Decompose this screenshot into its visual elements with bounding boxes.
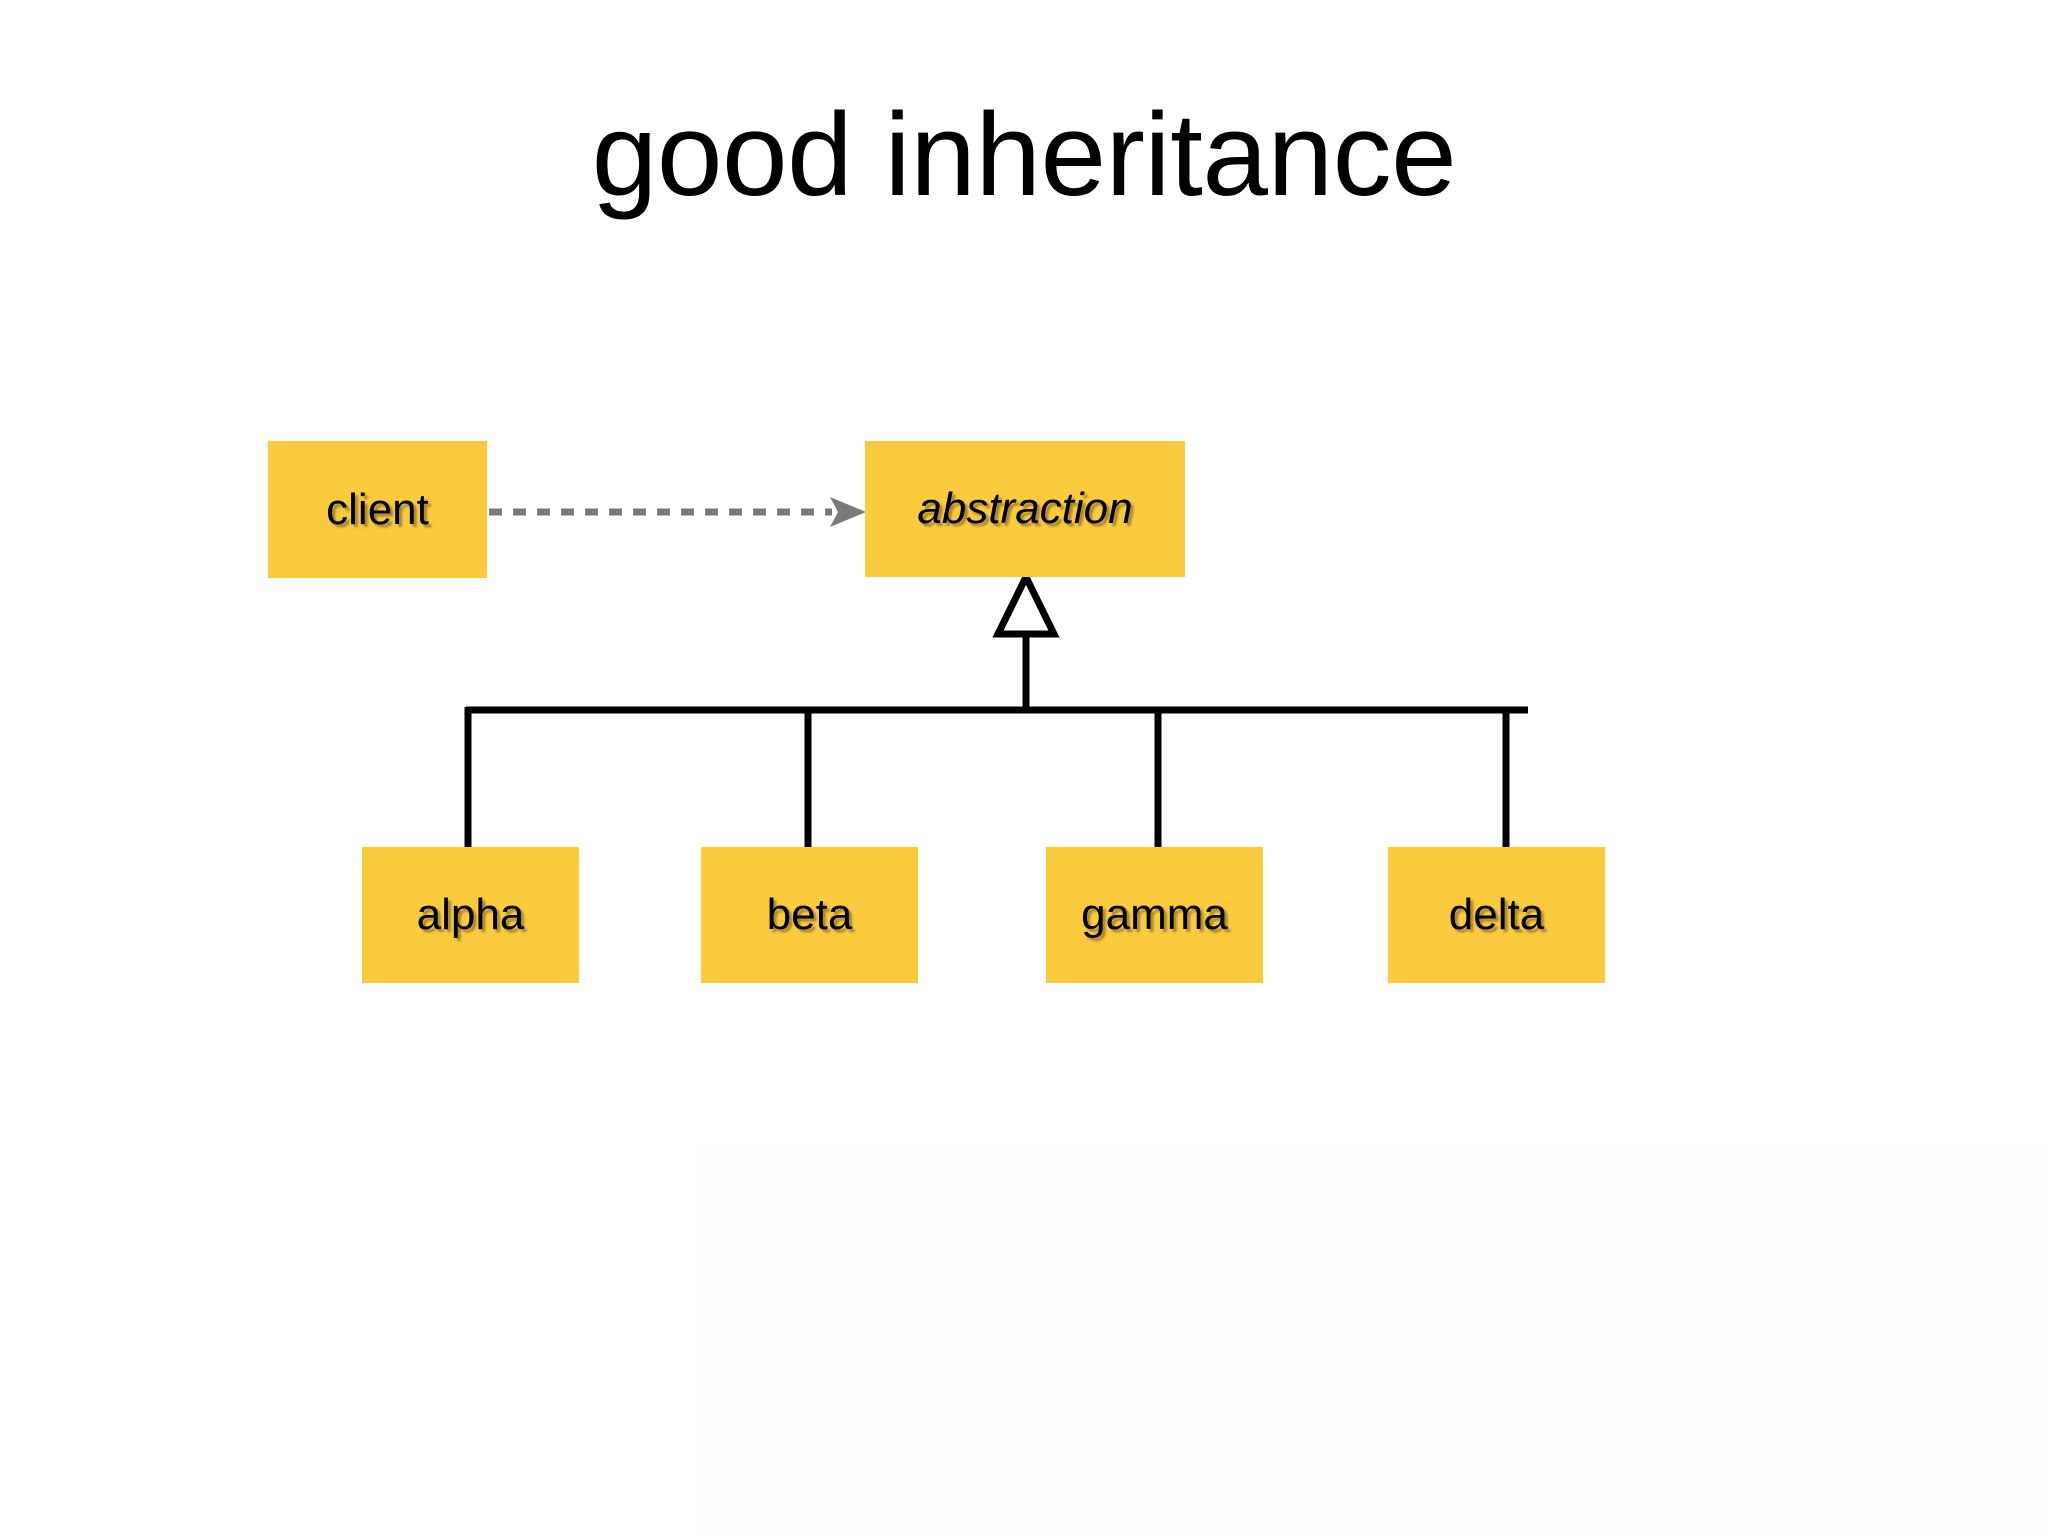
page-title: good inheritance [591, 89, 1457, 221]
class-box-beta[interactable]: beta [701, 847, 918, 983]
class-box-client[interactable]: client [268, 441, 487, 578]
dependency-arrowhead-icon [830, 497, 866, 527]
generalization-triangle [992, 569, 1060, 638]
class-box-gamma[interactable]: gamma [1046, 847, 1263, 983]
class-label-delta: delta [1448, 890, 1545, 939]
class-box-alpha[interactable]: alpha [362, 847, 579, 983]
background-seam [700, 1146, 2048, 1536]
class-label-beta: beta [766, 890, 853, 939]
generalization-tree [464, 631, 1528, 849]
class-label-abstraction: abstraction [917, 484, 1133, 533]
class-box-abstraction[interactable]: abstraction [865, 441, 1185, 577]
edge-client-to-abstraction [489, 497, 866, 527]
class-box-delta[interactable]: delta [1388, 847, 1605, 983]
hollow-triangle-icon [992, 569, 1060, 638]
class-label-gamma: gamma [1081, 890, 1228, 939]
class-label-alpha: alpha [416, 890, 525, 939]
class-label-client: client [326, 484, 429, 534]
